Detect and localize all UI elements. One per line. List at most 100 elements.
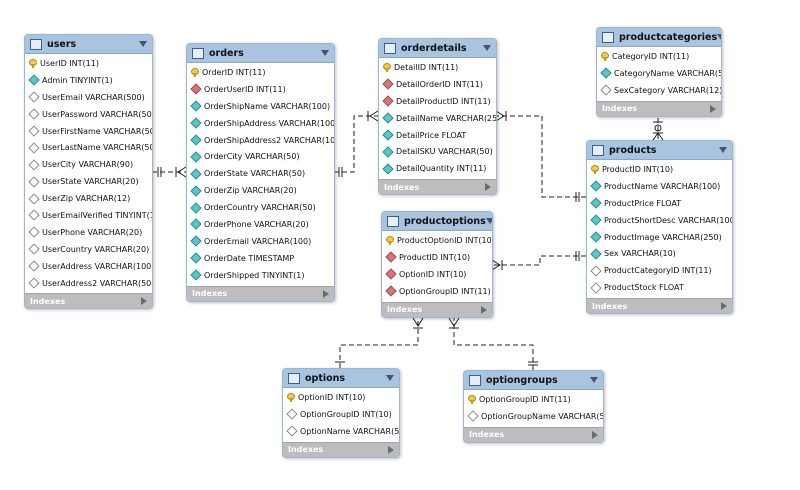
- table-icon: [30, 38, 42, 50]
- indexes-bar[interactable]: Indexes: [187, 285, 334, 301]
- column-row[interactable]: OrderEmail VARCHAR(100): [187, 233, 334, 250]
- table-header[interactable]: orders: [187, 44, 334, 63]
- column-row[interactable]: OptionID INT(10): [382, 266, 492, 283]
- column-row[interactable]: Admin TINYINT(1): [25, 72, 152, 89]
- expand-arrow-icon[interactable]: [592, 430, 598, 439]
- column-row[interactable]: UserFirstName VARCHAR(50): [25, 123, 152, 140]
- table-users[interactable]: users UserID INT(11)Admin TINYINT(1)User…: [24, 34, 153, 310]
- column-row[interactable]: UserAddress2 VARCHAR(50): [25, 275, 152, 292]
- collapse-arrow-icon[interactable]: [321, 50, 329, 56]
- column-row[interactable]: UserEmailVerified TINYINT(1): [25, 207, 152, 224]
- column-row[interactable]: ProductPrice FLOAT: [587, 195, 732, 212]
- column-row[interactable]: ProductOptionID INT(10): [382, 232, 492, 249]
- column-row[interactable]: UserEmail VARCHAR(500): [25, 89, 152, 106]
- column-row[interactable]: ProductID INT(10): [382, 249, 492, 266]
- edge-products-productoptions-one: [575, 251, 580, 261]
- indexes-bar[interactable]: Indexes: [25, 293, 152, 309]
- column-row[interactable]: OptionGroupID INT(11): [382, 283, 492, 300]
- collapse-arrow-icon[interactable]: [717, 34, 721, 40]
- expand-arrow-icon[interactable]: [141, 297, 147, 306]
- column-row[interactable]: DetailSKU VARCHAR(50): [379, 143, 496, 160]
- column-row[interactable]: ProductShortDesc VARCHAR(1000): [587, 212, 732, 229]
- column-label: UserEmailVerified TINYINT(1): [42, 210, 153, 220]
- column-row[interactable]: UserPassword VARCHAR(500): [25, 106, 152, 123]
- column-row[interactable]: OptionGroupID INT(11): [464, 391, 603, 408]
- column-row[interactable]: CategoryID INT(11): [597, 48, 721, 65]
- expand-arrow-icon[interactable]: [485, 183, 491, 192]
- column-row[interactable]: OptionGroupID INT(10): [283, 406, 399, 423]
- table-header[interactable]: orderdetails: [379, 39, 496, 58]
- column-row[interactable]: OrderZip VARCHAR(20): [187, 182, 334, 199]
- column-row[interactable]: OrderCountry VARCHAR(50): [187, 199, 334, 216]
- column-row[interactable]: UserLastName VARCHAR(50): [25, 139, 152, 156]
- column-row[interactable]: DetailProductID INT(11): [379, 93, 496, 110]
- table-orders[interactable]: orders OrderID INT(11)OrderUserID INT(11…: [186, 43, 335, 302]
- expand-arrow-icon[interactable]: [710, 104, 716, 113]
- column-row[interactable]: OrderShipName VARCHAR(100): [187, 98, 334, 115]
- column-row[interactable]: OrderState VARCHAR(50): [187, 165, 334, 182]
- collapse-arrow-icon[interactable]: [719, 147, 727, 153]
- column-list: OptionID INT(10)OptionGroupID INT(10)Opt…: [283, 388, 399, 442]
- column-row[interactable]: UserCountry VARCHAR(20): [25, 241, 152, 258]
- expand-arrow-icon[interactable]: [481, 305, 487, 314]
- expand-arrow-icon[interactable]: [721, 302, 727, 311]
- column-label: ProductImage VARCHAR(250): [604, 232, 722, 242]
- table-header[interactable]: users: [25, 35, 152, 54]
- column-row[interactable]: DetailOrderID INT(11): [379, 76, 496, 93]
- column-row[interactable]: UserPhone VARCHAR(20): [25, 224, 152, 241]
- expand-arrow-icon[interactable]: [323, 289, 329, 298]
- column-row[interactable]: DetailQuantity INT(11): [379, 160, 496, 177]
- column-row[interactable]: OrderShipAddress VARCHAR(100): [187, 115, 334, 132]
- column-row[interactable]: Sex VARCHAR(10): [587, 245, 732, 262]
- column-row[interactable]: OrderShipAddress2 VARCHAR(100): [187, 132, 334, 149]
- column-row[interactable]: UserAddress VARCHAR(100): [25, 258, 152, 275]
- column-row[interactable]: ProductStock FLOAT: [587, 279, 732, 296]
- collapse-arrow-icon[interactable]: [139, 41, 147, 47]
- column-row[interactable]: OrderPhone VARCHAR(20): [187, 216, 334, 233]
- expand-arrow-icon[interactable]: [388, 445, 394, 454]
- indexes-bar[interactable]: Indexes: [597, 100, 721, 116]
- collapse-arrow-icon[interactable]: [485, 218, 492, 224]
- column-row[interactable]: OptionID INT(10): [283, 389, 399, 406]
- column-row[interactable]: ProductCategoryID INT(11): [587, 262, 732, 279]
- table-header[interactable]: options: [283, 369, 399, 388]
- table-orderdetails[interactable]: orderdetails DetailID INT(11)DetailOrder…: [378, 38, 497, 196]
- column-row[interactable]: UserZip VARCHAR(12): [25, 190, 152, 207]
- collapse-arrow-icon[interactable]: [483, 45, 491, 51]
- column-row[interactable]: CategoryName VARCHAR(50): [597, 65, 721, 82]
- column-row[interactable]: OrderShipped TINYINT(1): [187, 267, 334, 284]
- table-header[interactable]: optiongroups: [464, 371, 603, 390]
- table-products[interactable]: products ProductID INT(10)ProductName VA…: [586, 140, 733, 315]
- column-row[interactable]: UserCity VARCHAR(90): [25, 156, 152, 173]
- column-row[interactable]: ProductImage VARCHAR(250): [587, 229, 732, 246]
- table-optiongroups[interactable]: optiongroups OptionGroupID INT(11)Option…: [463, 370, 604, 443]
- table-productcategories[interactable]: productcategories CategoryID INT(11)Cate…: [596, 27, 722, 117]
- column-row[interactable]: OptionName VARCHAR(50): [283, 423, 399, 440]
- column-row[interactable]: UserID INT(11): [25, 55, 152, 72]
- table-header[interactable]: productoptions: [382, 212, 492, 231]
- column-row[interactable]: OptionGroupName VARCHAR(50): [464, 408, 603, 425]
- indexes-bar[interactable]: Indexes: [379, 179, 496, 195]
- column-row[interactable]: UserState VARCHAR(20): [25, 173, 152, 190]
- indexes-bar[interactable]: Indexes: [283, 441, 399, 457]
- not-null-diamond-icon: [190, 117, 202, 129]
- column-row[interactable]: OrderCity VARCHAR(50): [187, 148, 334, 165]
- column-row[interactable]: OrderUserID INT(11): [187, 81, 334, 98]
- column-row[interactable]: DetailPrice FLOAT: [379, 127, 496, 144]
- table-productoptions[interactable]: productoptions ProductOptionID INT(10)Pr…: [381, 211, 493, 318]
- column-row[interactable]: OrderID INT(11): [187, 64, 334, 81]
- column-row[interactable]: ProductName VARCHAR(100): [587, 178, 732, 195]
- column-row[interactable]: OrderDate TIMESTAMP: [187, 250, 334, 267]
- column-row[interactable]: SexCategory VARCHAR(12): [597, 82, 721, 99]
- collapse-arrow-icon[interactable]: [590, 377, 598, 383]
- collapse-arrow-icon[interactable]: [386, 375, 394, 381]
- indexes-bar[interactable]: Indexes: [382, 301, 492, 317]
- indexes-bar[interactable]: Indexes: [587, 298, 732, 314]
- table-header[interactable]: productcategories: [597, 28, 721, 47]
- column-row[interactable]: DetailID INT(11): [379, 59, 496, 76]
- table-header[interactable]: products: [587, 141, 732, 160]
- column-row[interactable]: DetailName VARCHAR(250): [379, 110, 496, 127]
- column-row[interactable]: ProductID INT(10): [587, 161, 732, 178]
- table-options[interactable]: options OptionID INT(10)OptionGroupID IN…: [282, 368, 400, 458]
- indexes-bar[interactable]: Indexes: [464, 426, 603, 442]
